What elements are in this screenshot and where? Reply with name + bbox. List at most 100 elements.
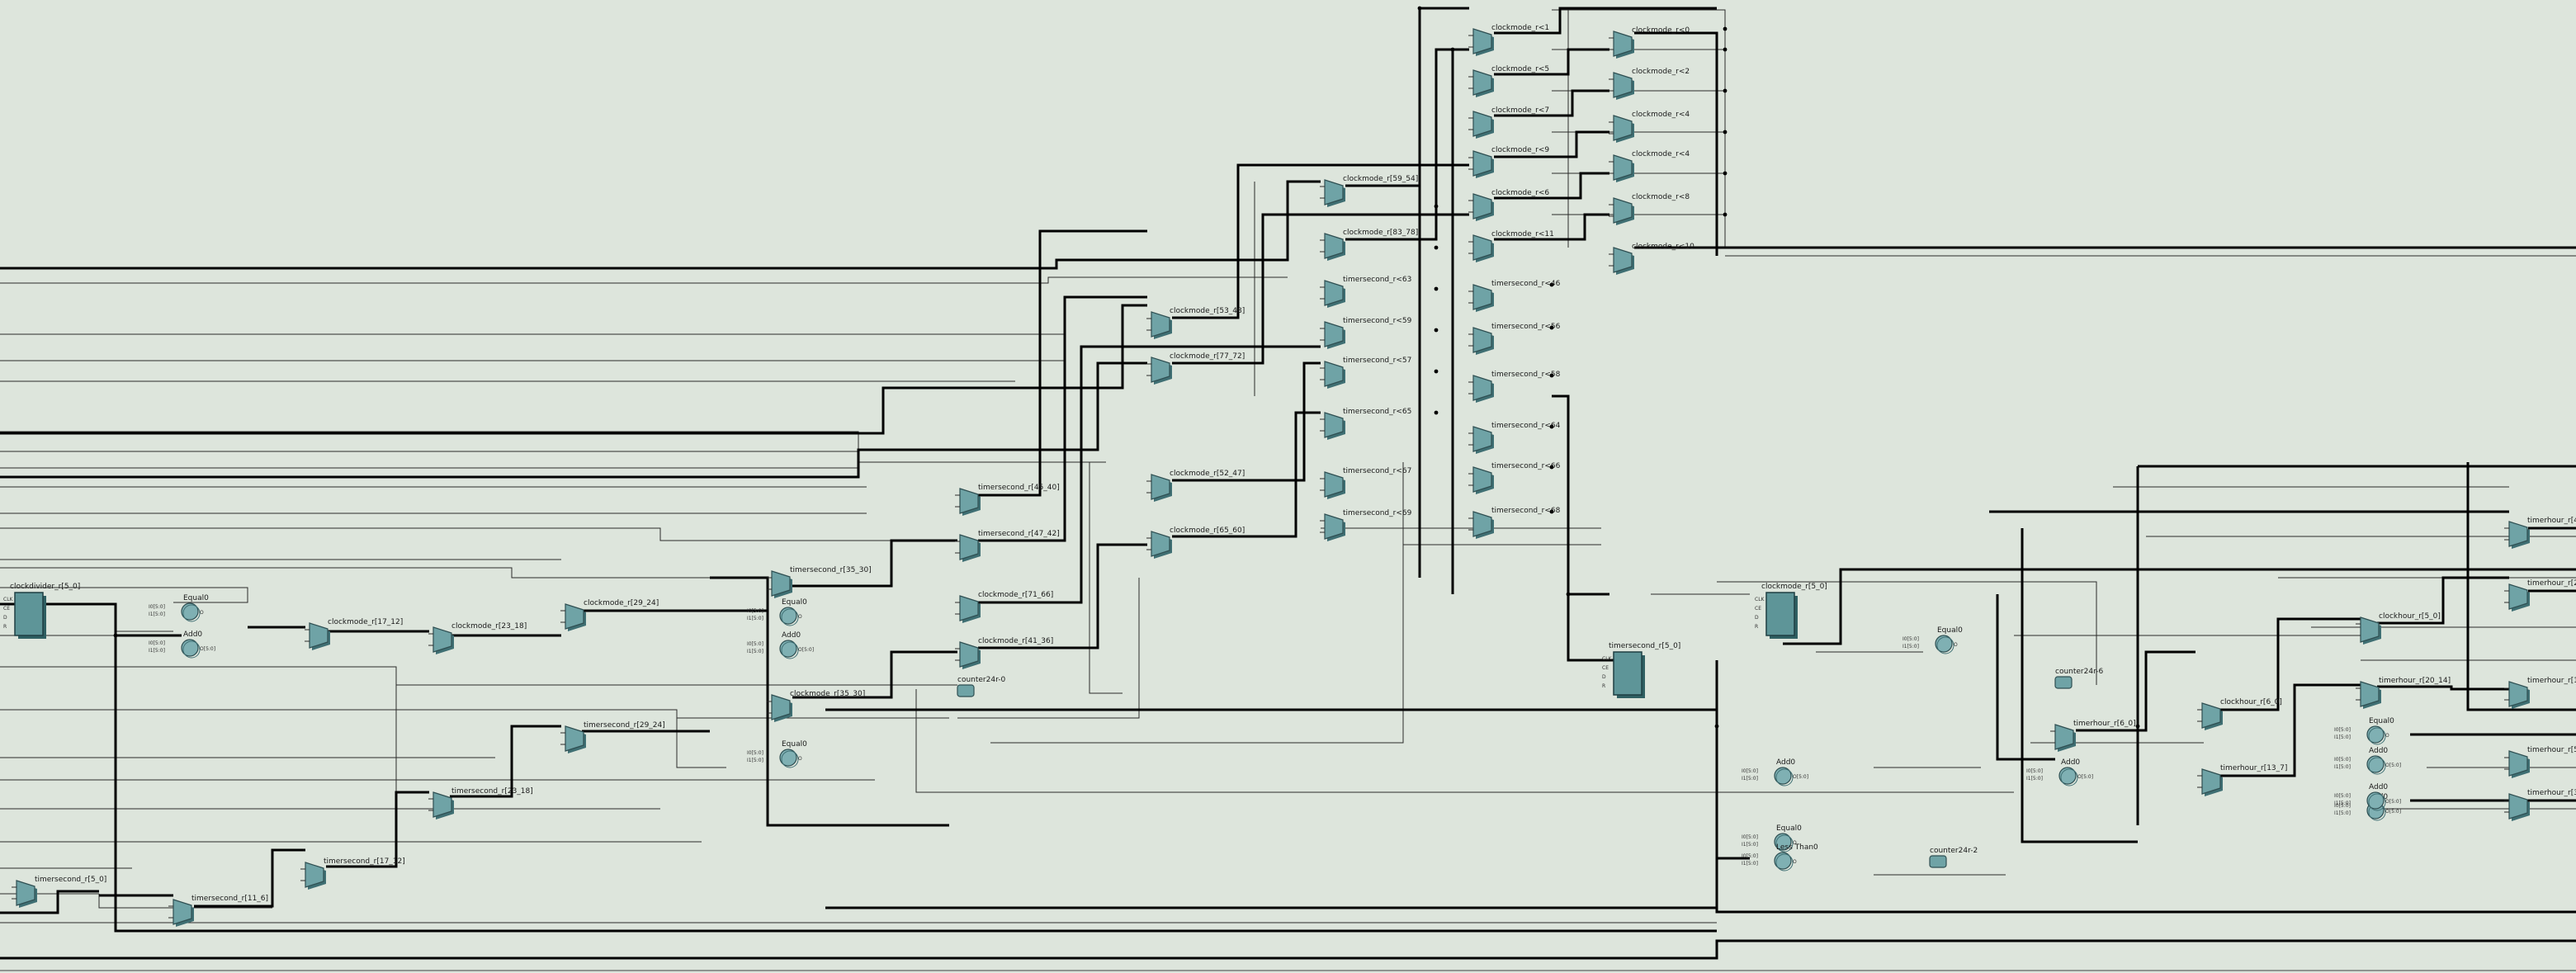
cell-label: clockmode_r[52_47] <box>1170 470 1245 478</box>
mux-cell[interactable]: timersecond_r[29_24] <box>560 721 665 753</box>
mux-cell[interactable]: clockmode_r<4 <box>1609 111 1690 143</box>
mux-cell[interactable]: clockhour_r[6_0] <box>2197 698 2282 730</box>
mux-cell[interactable]: timerhour_r[14_10] <box>2504 677 2576 709</box>
mux-cell[interactable]: clockhour_r[5_0] <box>2356 612 2441 645</box>
cell-label: timerhour_r[20_14] <box>2379 677 2451 685</box>
counter-cell[interactable]: counter24r-2 <box>1929 847 1978 868</box>
cell-label: counter24r-2 <box>1930 847 1978 855</box>
mux-cell[interactable]: clockmode_r<0 <box>1609 26 1690 59</box>
junction-dot <box>1549 373 1554 378</box>
operator-cell[interactable]: I0[5:0]I1[5:0]O[5:0]Add0 <box>1742 758 1808 786</box>
mux-cell[interactable]: clockmode_r<6 <box>1468 189 1549 221</box>
counter-cell[interactable]: counter24r-0 <box>957 676 1005 697</box>
mux-cell[interactable]: clockmode_r<8 <box>1609 193 1690 225</box>
junction-dot <box>1723 47 1728 52</box>
mux-cell[interactable]: timerhour_r[55_50] <box>2504 746 2576 778</box>
operator-cell[interactable]: I0[5:0]I1[5:0]O[5:0]Add0 <box>2026 758 2093 786</box>
mux-cell[interactable]: timersecond_r<68 <box>1468 507 1561 539</box>
mux-cell[interactable]: clockmode_r<9 <box>1468 146 1549 178</box>
mux-cell[interactable]: timersecond_r<64 <box>1468 422 1561 454</box>
mux-cell[interactable]: timersecond_r<57 <box>1320 357 1411 389</box>
mux-cell[interactable]: clockmode_r[83_78] <box>1320 229 1418 261</box>
mux-cell[interactable]: clockmode_r[35_30] <box>767 690 865 722</box>
wire <box>1717 581 2097 685</box>
mux-cell[interactable]: clockmode_r[41_36] <box>955 637 1053 669</box>
mux-cell[interactable]: timersecond_r<63 <box>1320 276 1411 308</box>
mux-cell[interactable]: timersecond_r[11_6] <box>168 895 268 927</box>
port-label: O[5:0] <box>2077 774 2093 780</box>
mux-cell[interactable]: timersecond_r<56 <box>1468 323 1561 355</box>
counter-cell[interactable]: counter24r-6 <box>2054 668 2103 689</box>
mux-cell[interactable]: timersecond_r[17_12] <box>300 857 405 890</box>
mux-cell[interactable]: timersecond_r<69 <box>1320 509 1412 541</box>
cell-label: clockmode_r[65_60] <box>1170 527 1245 535</box>
cell-label: clockmode_r<11 <box>1491 230 1554 239</box>
mux-cell[interactable]: clockmode_r<11 <box>1468 230 1554 262</box>
mux-cell[interactable]: timersecond_r<67 <box>1320 467 1411 499</box>
cell-label: timerhour_r[6_0] <box>2073 720 2136 728</box>
mux-cell[interactable]: clockmode_r<4 <box>1609 150 1690 182</box>
mux-cell[interactable]: clockmode_r<5 <box>1468 65 1549 97</box>
wire <box>915 689 2014 793</box>
wire <box>98 894 272 909</box>
mux-cell[interactable]: timerhour_r[48_42] <box>2504 517 2576 549</box>
mux-cell[interactable]: clockmode_r<10 <box>1609 243 1694 275</box>
bus-wire <box>710 576 949 827</box>
mux-cell[interactable]: timerhour_r[34_28] <box>2504 789 2576 821</box>
mux-cell[interactable]: timersecond_r[47_42] <box>955 530 1060 562</box>
mux-cell[interactable]: clockmode_r<2 <box>1609 68 1690 100</box>
mux-cell[interactable]: timersecond_r[23_18] <box>428 787 533 819</box>
mux-cell[interactable]: clockmode_r[29_24] <box>560 599 659 631</box>
mux-cell[interactable]: timersecond_r<58 <box>1468 371 1561 403</box>
wire <box>676 718 726 768</box>
mux-cell[interactable]: timersecond_r[35_30] <box>767 566 872 598</box>
mux-cell[interactable]: clockmode_r[17_12] <box>305 618 403 650</box>
mux-cell[interactable]: timersecond_r<65 <box>1320 408 1411 440</box>
bus-wire <box>978 295 1147 542</box>
wire <box>0 567 776 579</box>
mux-cell[interactable]: timersecond_r<66 <box>1468 462 1561 494</box>
cell-label: timersecond_r<57 <box>1343 357 1411 365</box>
operator-cell[interactable]: I0[5:0]I1[5:0]O[5:0]Add0 <box>747 631 814 659</box>
mux-cell[interactable]: timersecond_r[5_0] <box>12 876 106 908</box>
operator-cell[interactable]: I0[5:0]I1[5:0]O[5:0]Add0 <box>2334 783 2401 811</box>
mux-cell[interactable]: clockmode_r[23_18] <box>428 622 527 654</box>
port-label: CLK <box>3 597 14 602</box>
mux-cell[interactable]: timersecond_r<59 <box>1320 317 1412 349</box>
cell-label: timersecond_r<68 <box>1491 507 1561 515</box>
mux-cell[interactable]: clockmode_r<1 <box>1468 24 1549 56</box>
mux-cell[interactable]: clockmode_r[59_54] <box>1320 175 1418 207</box>
mux-cell[interactable]: timersecond_r[45_40] <box>955 484 1060 516</box>
mux-cell[interactable]: clockmode_r[65_60] <box>1146 527 1245 559</box>
mux-cell[interactable]: timerhour_r[27_21] <box>2504 579 2576 612</box>
port-label: I1[5:0] <box>2334 810 2351 816</box>
mux-cell[interactable]: timerhour_r[6_0] <box>2050 720 2136 752</box>
mux-cell[interactable]: timersecond_r<46 <box>1468 280 1561 312</box>
mux-cell[interactable]: timerhour_r[20_14] <box>2356 677 2451 709</box>
mux-cell[interactable]: clockmode_r[71_66] <box>955 591 1053 623</box>
mux-cell[interactable]: clockmode_r[53_48] <box>1146 307 1245 339</box>
wire <box>0 587 248 603</box>
mux-cell[interactable]: clockmode_r[77_72] <box>1146 352 1245 385</box>
cell-label: clockmode_r[53_48] <box>1170 307 1245 315</box>
mux-cell[interactable]: timerhour_r[13_7] <box>2197 764 2287 796</box>
operator-cell[interactable]: I0[5:0]I1[5:0]O[5:0]Add0 <box>2334 747 2401 775</box>
cell-label: Equal0 <box>183 594 209 602</box>
mux-cell[interactable]: clockmode_r[52_47] <box>1146 470 1245 502</box>
port-label: I1[5:0] <box>1742 861 1758 867</box>
cell-label: clockmode_r<2 <box>1632 68 1690 76</box>
operator-cell[interactable]: I0[5:0]I1[5:0]O[5:0]Add0 <box>149 631 215 659</box>
cell-label: clockmode_r[23_18] <box>451 622 527 631</box>
junction-dot <box>1434 204 1439 209</box>
mux-cell[interactable]: clockmode_r<7 <box>1468 106 1549 139</box>
